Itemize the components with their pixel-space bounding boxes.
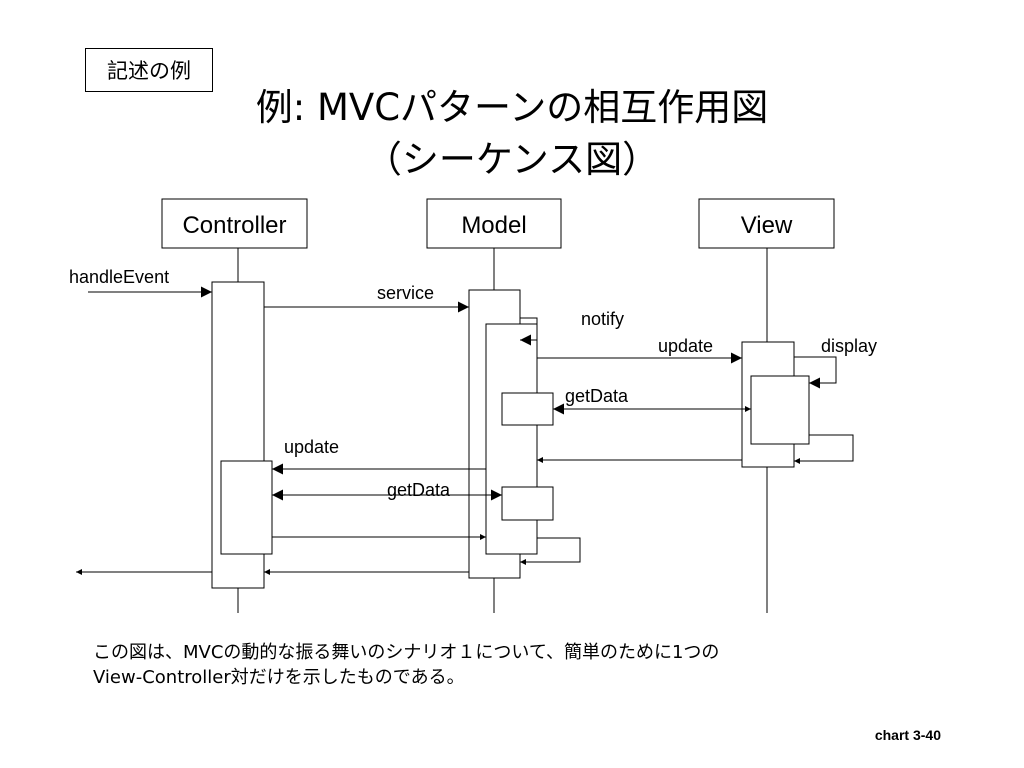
controller-activation-update (220, 460, 273, 555)
controller-object: Controller (161, 198, 308, 249)
model-activation-getdata-view (501, 392, 554, 426)
view-activation-display (750, 375, 810, 445)
caption-line-1: この図は、MVCの動的な振る舞いのシナリオ１について、簡単のために1つの (93, 642, 720, 663)
view-label: View (741, 212, 793, 239)
display-arrow (794, 356, 837, 389)
handle-event-label: handleEvent (69, 267, 169, 287)
chart-number: chart 3-40 (874, 727, 941, 743)
caption: この図は、MVCの動的な振る舞いのシナリオ１について、簡単のために1つの Vie… (93, 640, 953, 690)
display-return-arrow (794, 434, 854, 464)
model-activation-getdata-controller (501, 486, 554, 521)
model-object: Model (426, 198, 562, 249)
example-tag: 記述の例 (85, 48, 213, 92)
notify-label: notify (581, 309, 624, 329)
notify-return-arrow (520, 537, 581, 565)
slide-title: 例: MVCパターンの相互作用図 (255, 86, 769, 129)
get-data-controller-label: getData (387, 480, 451, 500)
get-data-view-label: getData (565, 386, 629, 406)
notify-arrow (520, 317, 538, 346)
display-label: display (821, 336, 877, 356)
service-label: service (377, 283, 434, 303)
slide-subtitle: （シーケンス図） (364, 138, 660, 181)
view-object: View (698, 198, 835, 249)
update-view-label: update (658, 336, 713, 356)
model-label: Model (461, 212, 526, 239)
update-controller-label: update (284, 437, 339, 457)
controller-label: Controller (182, 212, 286, 239)
caption-line-2: View-Controller対だけを示したものである。 (93, 667, 465, 688)
